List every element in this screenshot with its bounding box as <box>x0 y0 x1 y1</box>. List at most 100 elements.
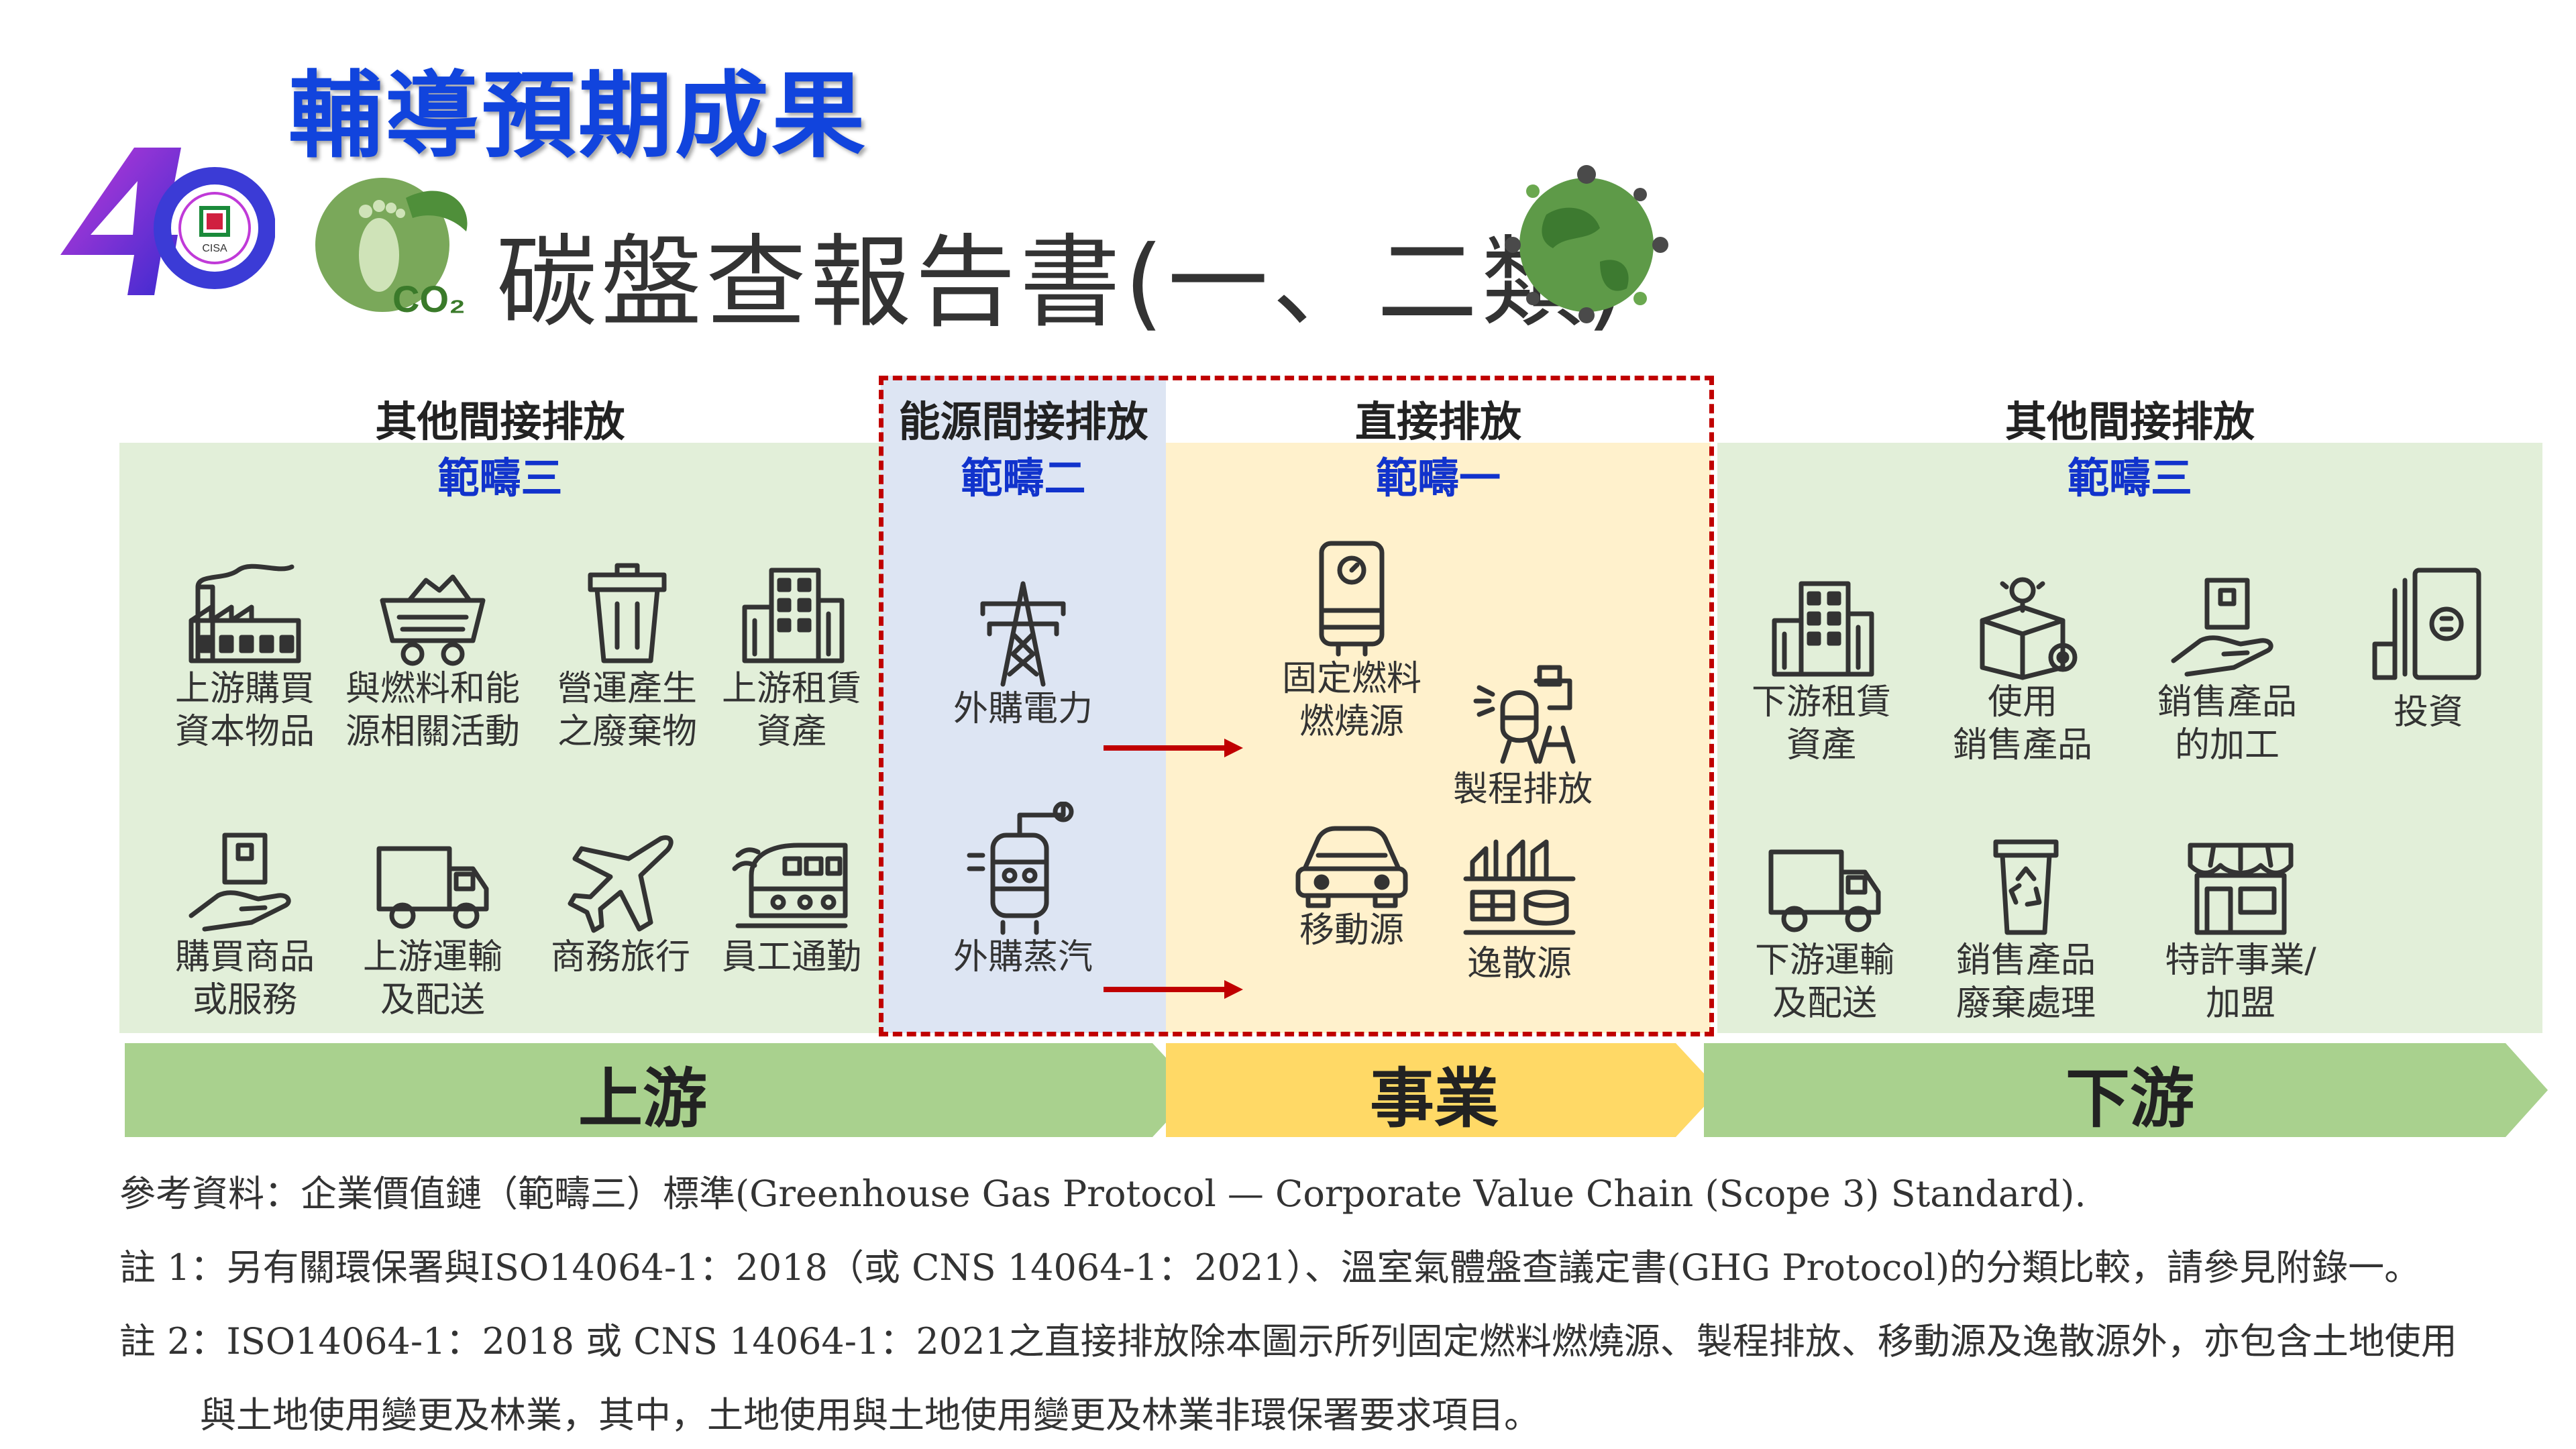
item-label-line2: 銷售產品 <box>1952 725 2092 765</box>
boiler-icon <box>967 802 1074 935</box>
item-business-travel: 商務旅行 <box>530 828 711 979</box>
item-fugitive-emissions: 逸散源 <box>1429 835 1610 985</box>
report-title: 碳盤查報告書(一、二類) <box>496 225 1630 341</box>
water-heater-icon <box>1319 541 1385 657</box>
upstream-arrow-bar <box>125 1043 1196 1137</box>
factory-icon <box>189 564 301 663</box>
item-label-line1: 上游購買 <box>174 669 315 709</box>
item-operational-waste: 營運產生 之廢棄物 <box>537 560 718 753</box>
item-use-of-sold-products: 使用 銷售產品 <box>1932 574 2113 767</box>
item-label-line1: 投資 <box>2393 692 2463 733</box>
item-process-emissions: 製程排放 <box>1432 661 1613 811</box>
hand-box-icon <box>2171 578 2273 677</box>
item-label-line2: 加盟 <box>2205 983 2275 1024</box>
hand-box-icon <box>189 833 291 932</box>
item-label-line2: 的加工 <box>2174 725 2279 765</box>
direct-emission-panel <box>1166 443 1711 1033</box>
buildings-icon <box>1772 581 1874 677</box>
cisa-logo-text: CISA <box>202 243 227 254</box>
cisa-40-logo: CISA <box>60 148 275 295</box>
item-mobile-combustion: 移動源 <box>1261 815 1442 952</box>
direct-category-heading: 直接排放 <box>1354 397 1521 446</box>
left-scope-heading: 範疇三 <box>437 453 563 502</box>
item-label: 外購電力 <box>953 689 1093 729</box>
item-purchased-steam: 外購蒸汽 <box>932 802 1114 979</box>
upstream-label: 上游 <box>578 1061 707 1136</box>
energy-category-heading: 能源間接排放 <box>898 397 1148 446</box>
item-label-line1: 營運產生 <box>557 669 697 709</box>
truck-icon <box>376 846 489 929</box>
truck-icon <box>1768 849 1881 932</box>
upstream-scope3-panel <box>119 443 881 1033</box>
item-label-line2: 源相關活動 <box>345 712 520 752</box>
recycle-bin-icon <box>1993 839 2059 935</box>
main-title: 輔導預期成果 <box>288 62 869 171</box>
item-processing-sold-products: 銷售產品 的加工 <box>2137 574 2318 767</box>
item-label-line1: 商務旅行 <box>550 937 690 977</box>
item-employee-commuting: 員工通勤 <box>701 828 882 979</box>
note-2-line2: 與土地使用變更及林業，其中，土地使用與土地使用變更及林業非環保署要求項目。 <box>200 1394 1540 1436</box>
co2-footprint-logo: CO₂ <box>315 178 468 319</box>
item-purchased-goods-services: 購買商品 或服務 <box>154 828 335 1022</box>
right-category-heading: 其他間接排放 <box>2004 397 2255 446</box>
downstream-arrow-bar <box>1704 1043 2548 1137</box>
item-label-line1: 購買商品 <box>174 937 315 977</box>
item-label-line2: 及配送 <box>1772 983 1877 1024</box>
item-label-line2: 燃燒源 <box>1299 702 1404 742</box>
item-fuel-energy-activities: 與燃料和能 源相關活動 <box>342 560 523 753</box>
car-icon <box>1295 826 1408 908</box>
power-tower-icon <box>980 581 1066 687</box>
item-downstream-leased-assets: 下游租賃 資產 <box>1731 574 1912 767</box>
item-label-line1: 上游租賃 <box>721 669 861 709</box>
item-franchises: 特許事業/ 加盟 <box>2150 832 2331 1025</box>
item-label-line1: 逸散源 <box>1466 944 1572 984</box>
train-icon <box>732 843 848 928</box>
item-label-line1: 上游運輸 <box>362 937 502 977</box>
item-label-line2: 及配送 <box>380 980 485 1020</box>
svg-text:CO₂: CO₂ <box>392 278 466 319</box>
item-upstream-leased-assets: 上游租賃 資產 <box>701 560 882 753</box>
item-downstream-transport: 下游運輸 及配送 <box>1734 832 1915 1025</box>
item-label-line1: 與燃料和能 <box>345 669 520 709</box>
item-label-line2: 資產 <box>1786 725 1856 765</box>
note-2-line1: 註 2：ISO14064-1：2018 或 CNS 14064-1：2021之直… <box>119 1320 2457 1362</box>
scope1-2-dashed-frame <box>879 376 1714 1036</box>
reference-note: 參考資料：企業價值鏈（範疇三）標準(Greenhouse Gas Protoco… <box>119 1173 2086 1215</box>
item-label-line2: 之廢棄物 <box>557 712 697 752</box>
item-purchased-electricity: 外購電力 <box>932 580 1114 731</box>
left-category-heading: 其他間接排放 <box>375 397 625 446</box>
note-1: 註 1：另有關環保署與ISO14064-1：2018（或 CNS 14064-1… <box>119 1246 2421 1289</box>
item-label: 外購蒸汽 <box>953 937 1093 977</box>
item-investments: 投資 <box>2338 564 2519 734</box>
item-label-line1: 下游租賃 <box>1751 682 1891 722</box>
item-end-of-life-treatment: 銷售產品 廢棄處理 <box>1935 832 2116 1025</box>
item-label-line1: 特許事業/ <box>2165 941 2316 981</box>
buildings-icon <box>742 568 845 663</box>
money-hand-icon <box>2372 568 2481 680</box>
right-scope-heading: 範疇三 <box>2067 453 2192 502</box>
item-label-line1: 固定燃料 <box>1281 659 1421 699</box>
energy-scope-heading: 範疇二 <box>961 453 1086 502</box>
process-icon <box>1473 665 1576 764</box>
storefront-icon <box>2188 843 2294 935</box>
item-label-line1: 使用 <box>1987 682 2057 722</box>
trash-bin-icon <box>588 563 667 663</box>
item-upstream-transport: 上游運輸 及配送 <box>342 828 523 1022</box>
item-label-line2: 資本物品 <box>174 712 315 752</box>
coal-cart-icon <box>380 574 486 666</box>
item-label-line2: 廢棄處理 <box>1955 983 2096 1024</box>
green-globe-icon <box>1505 165 1668 323</box>
item-label-line2: 資產 <box>756 712 826 752</box>
item-label-line1: 員工通勤 <box>721 937 861 977</box>
steam-arrow <box>1104 980 1243 999</box>
product-box-icon <box>1980 577 2078 680</box>
item-label-line2: 或服務 <box>192 980 297 1020</box>
item-label-line1: 製程排放 <box>1452 769 1593 810</box>
item-label-line1: 下游運輸 <box>1754 941 1894 981</box>
refinery-icon <box>1463 839 1576 935</box>
item-upstream-capital-goods: 上游購買 資本物品 <box>154 560 335 753</box>
business-label: 事業 <box>1370 1061 1499 1136</box>
energy-indirect-panel <box>881 376 1166 1033</box>
item-stationary-combustion: 固定燃料 燃燒源 <box>1261 537 1442 743</box>
item-label-line1: 銷售產品 <box>2157 682 2297 722</box>
